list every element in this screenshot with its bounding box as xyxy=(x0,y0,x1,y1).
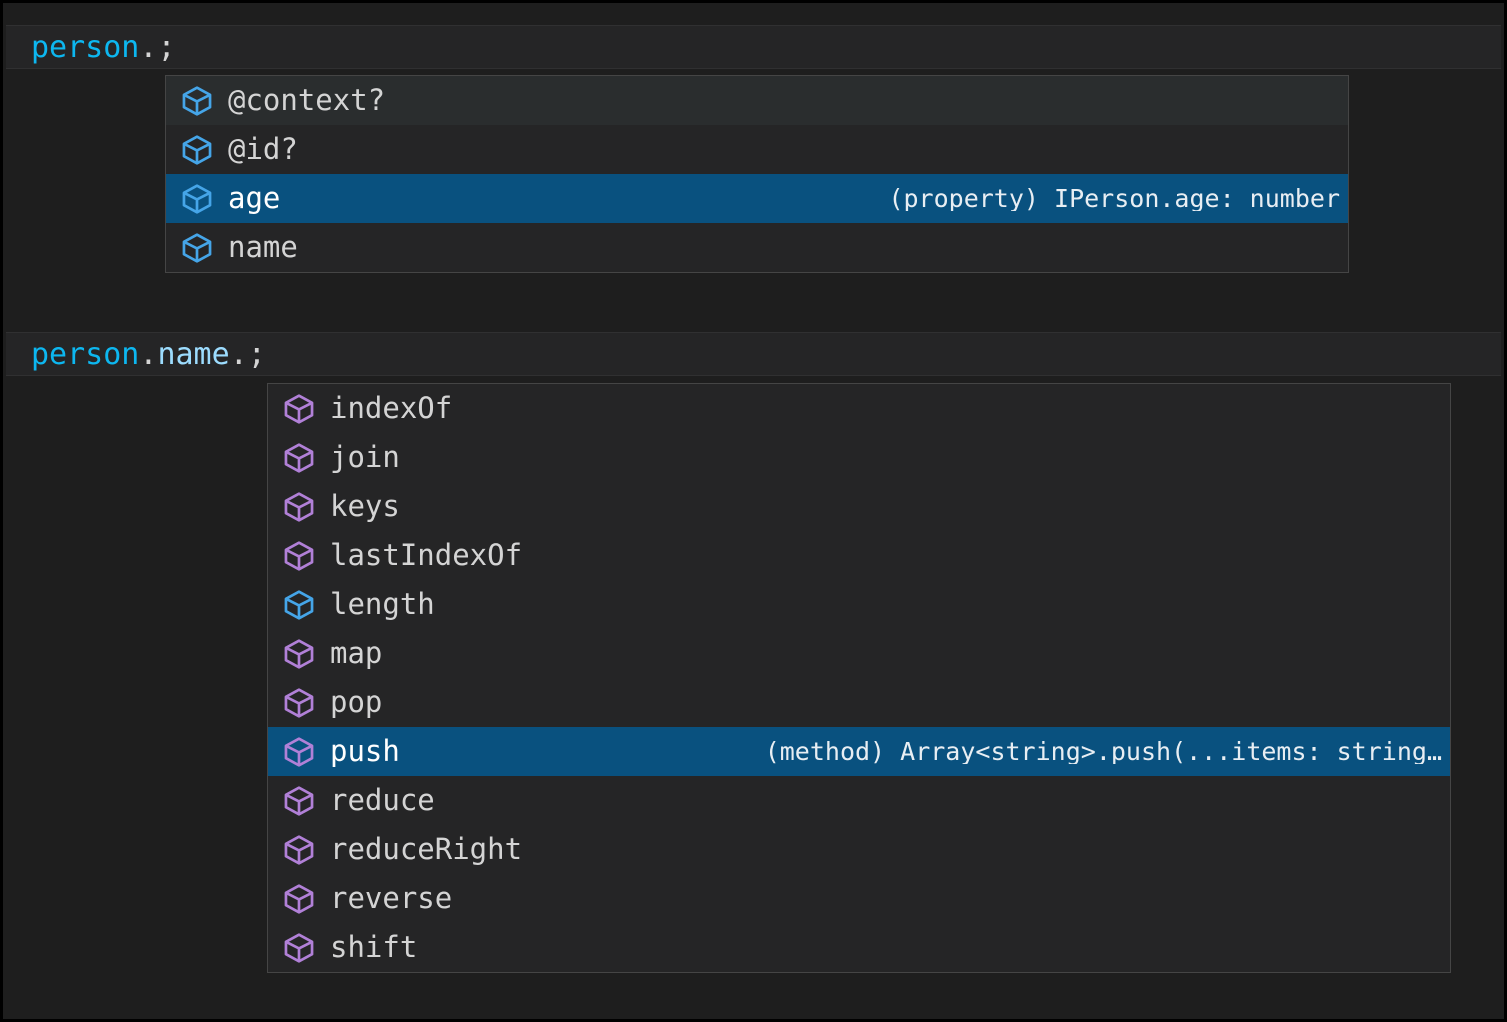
method-cube-icon xyxy=(284,540,314,571)
suggest-item-reduceright[interactable]: reduceRight xyxy=(268,825,1450,874)
suggest-item-label: shift xyxy=(330,930,418,964)
suggest-item-detail: (property) IPerson.age: number xyxy=(888,186,1340,211)
suggest-item-map[interactable]: map xyxy=(268,629,1450,678)
suggest-item-label: reverse xyxy=(330,881,453,915)
suggest-item-label: push xyxy=(330,734,400,768)
method-cube-icon xyxy=(284,932,314,963)
suggest-item-label: name xyxy=(228,230,298,264)
suggest-item-join[interactable]: join xyxy=(268,433,1450,482)
method-cube-icon xyxy=(284,736,314,767)
suggest-item-label: join xyxy=(330,440,400,474)
code-token-punct: . xyxy=(139,336,158,372)
code-token-punct: ; xyxy=(247,336,266,372)
method-cube-icon xyxy=(284,687,314,718)
suggest-item-label: map xyxy=(330,636,383,670)
code-token-punct: . xyxy=(139,29,158,65)
suggest-item-reduce[interactable]: reduce xyxy=(268,776,1450,825)
suggest-item-label: lastIndexOf xyxy=(330,538,523,572)
code-token-punct: ; xyxy=(157,29,176,65)
code-token-property: name xyxy=(157,336,230,372)
suggest-item-name[interactable]: name xyxy=(166,223,1348,272)
suggest-item-id[interactable]: @id? xyxy=(166,125,1348,174)
suggest-item-age[interactable]: age (property) IPerson.age: number xyxy=(166,174,1348,223)
code-line-person-name[interactable]: person.name.; xyxy=(6,332,1501,376)
method-cube-icon xyxy=(284,638,314,669)
suggest-widget-person-name[interactable]: indexOf join keys lastIndexOf length map pop pu… xyxy=(267,383,1451,973)
method-cube-icon xyxy=(284,883,314,914)
suggest-item-label: keys xyxy=(330,489,400,523)
suggest-item-label: length xyxy=(330,587,435,621)
suggest-item-context[interactable]: @context? xyxy=(166,76,1348,125)
suggest-item-label: @id? xyxy=(228,132,298,166)
method-cube-icon xyxy=(284,491,314,522)
property-cube-icon xyxy=(182,232,212,263)
suggest-widget-person[interactable]: @context? @id? age (property) IPerson.age: … xyxy=(165,75,1349,273)
suggest-item-shift[interactable]: shift xyxy=(268,923,1450,972)
property-cube-icon xyxy=(182,134,212,165)
code-token-punct: . xyxy=(229,336,248,372)
suggest-item-keys[interactable]: keys xyxy=(268,482,1450,531)
method-cube-icon xyxy=(284,785,314,816)
suggest-item-label: reduce xyxy=(330,783,435,817)
suggest-item-label: @context? xyxy=(228,83,386,117)
suggest-item-lastindexof[interactable]: lastIndexOf xyxy=(268,531,1450,580)
code-token-variable: person xyxy=(31,29,140,65)
property-cube-icon xyxy=(284,589,314,620)
suggest-item-label: reduceRight xyxy=(330,832,523,866)
suggest-item-push[interactable]: push (method) Array<string>.push(...items… xyxy=(268,727,1450,776)
property-cube-icon xyxy=(182,183,212,214)
suggest-item-label: indexOf xyxy=(330,391,453,425)
suggest-item-reverse[interactable]: reverse xyxy=(268,874,1450,923)
suggest-item-pop[interactable]: pop xyxy=(268,678,1450,727)
suggest-item-label: age xyxy=(228,181,281,215)
suggest-item-length[interactable]: length xyxy=(268,580,1450,629)
suggest-item-label: pop xyxy=(330,685,383,719)
code-line-person[interactable]: person.; xyxy=(6,25,1501,69)
method-cube-icon xyxy=(284,442,314,473)
method-cube-icon xyxy=(284,393,314,424)
suggest-item-detail: (method) Array<string>.push(...items: st… xyxy=(764,739,1442,764)
property-cube-icon xyxy=(182,85,212,116)
code-token-variable: person xyxy=(31,336,140,372)
suggest-item-indexof[interactable]: indexOf xyxy=(268,384,1450,433)
method-cube-icon xyxy=(284,834,314,865)
